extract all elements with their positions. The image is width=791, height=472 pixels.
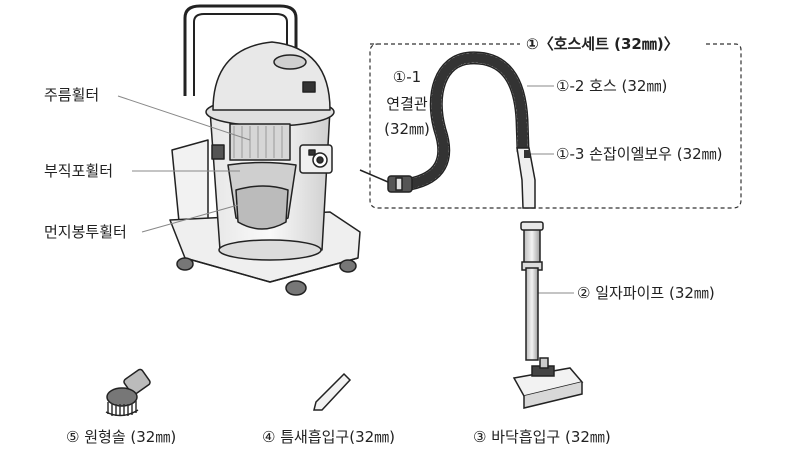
hose-connector xyxy=(359,169,413,193)
vacuum-cleaner-body xyxy=(169,4,361,296)
connector-size-label: (32㎜) xyxy=(384,120,430,138)
connector-name-label: 연결관 xyxy=(386,95,428,113)
connector-number-label: ①-1 xyxy=(392,68,422,86)
straight-pipe-label: ② 일자파이프 (32㎜) xyxy=(577,284,715,302)
floor-nozzle xyxy=(512,357,584,409)
crevice-nozzle xyxy=(313,372,352,411)
hose-label: ①-2 호스 (32㎜) xyxy=(556,77,668,95)
hose xyxy=(403,51,530,191)
crevice-nozzle-label: ④ 틈새흡입구(32㎜) xyxy=(262,428,396,446)
straight-pipe xyxy=(520,221,544,361)
cloth-filter-label: 부직포휠터 xyxy=(44,162,114,180)
handle-elbow xyxy=(516,147,536,209)
hose-set-frame xyxy=(369,43,742,209)
hose-set-label: ①〈호스세트 (32㎜)〉 xyxy=(524,35,681,53)
handle-elbow-label: ①-3 손잡이엘보우 (32㎜) xyxy=(556,145,723,163)
round-brush xyxy=(105,368,151,417)
floor-nozzle-label: ③ 바닥흡입구 (32㎜) xyxy=(473,428,611,446)
dust-bag-filter-label: 먼지봉투휠터 xyxy=(44,223,127,241)
round-brush-label: ⑤ 원형솔 (32㎜) xyxy=(66,428,177,446)
wrinkle-filter-label: 주름휠터 xyxy=(44,86,100,104)
